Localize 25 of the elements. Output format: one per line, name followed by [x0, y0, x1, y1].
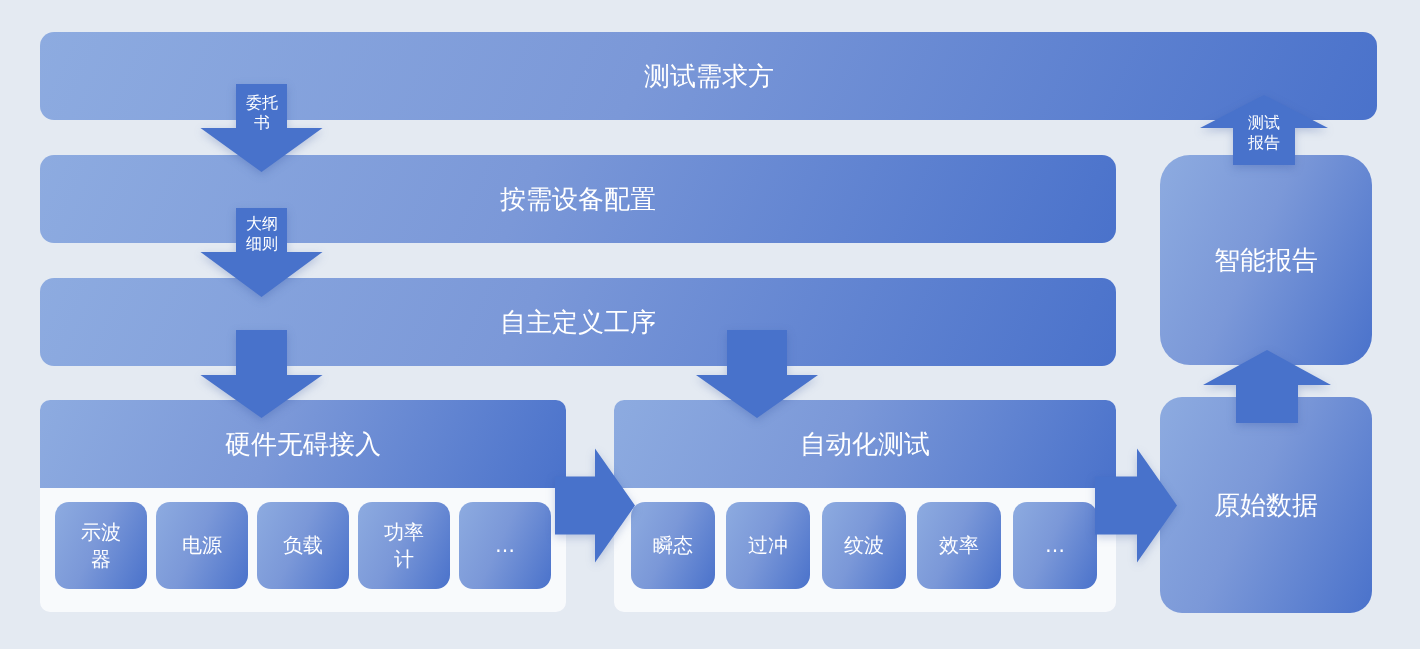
- block-arrow: [200, 330, 323, 418]
- group-panel: [614, 400, 1116, 612]
- item-tile: 电源: [156, 502, 248, 589]
- item-tile: 过冲: [726, 502, 810, 589]
- item-tile: 示波器: [55, 502, 147, 589]
- item-tile: …: [1013, 502, 1097, 589]
- item-tile: 纹波: [822, 502, 906, 589]
- item-tile: 负载: [257, 502, 349, 589]
- item-tile: 效率: [917, 502, 1001, 589]
- process-box: 智能报告: [1160, 155, 1372, 365]
- block-arrow: [1203, 350, 1331, 423]
- group-panel: [40, 400, 566, 612]
- item-tile: …: [459, 502, 551, 589]
- block-arrow: [696, 330, 818, 418]
- edge-label: 委托书: [244, 93, 279, 133]
- header-bar: 硬件无碍接入: [40, 400, 566, 488]
- edge-label: 大纲细则: [244, 214, 279, 254]
- process-box: 原始数据: [1160, 397, 1372, 613]
- process-bar: 自主定义工序: [40, 278, 1116, 366]
- block-arrow: [1095, 448, 1177, 563]
- header-bar: 自动化测试: [614, 400, 1116, 488]
- block-arrow: [555, 448, 635, 563]
- item-tile: 瞬态: [631, 502, 715, 589]
- item-tile: 功率计: [358, 502, 450, 589]
- edge-label: 测试报告: [1247, 113, 1281, 153]
